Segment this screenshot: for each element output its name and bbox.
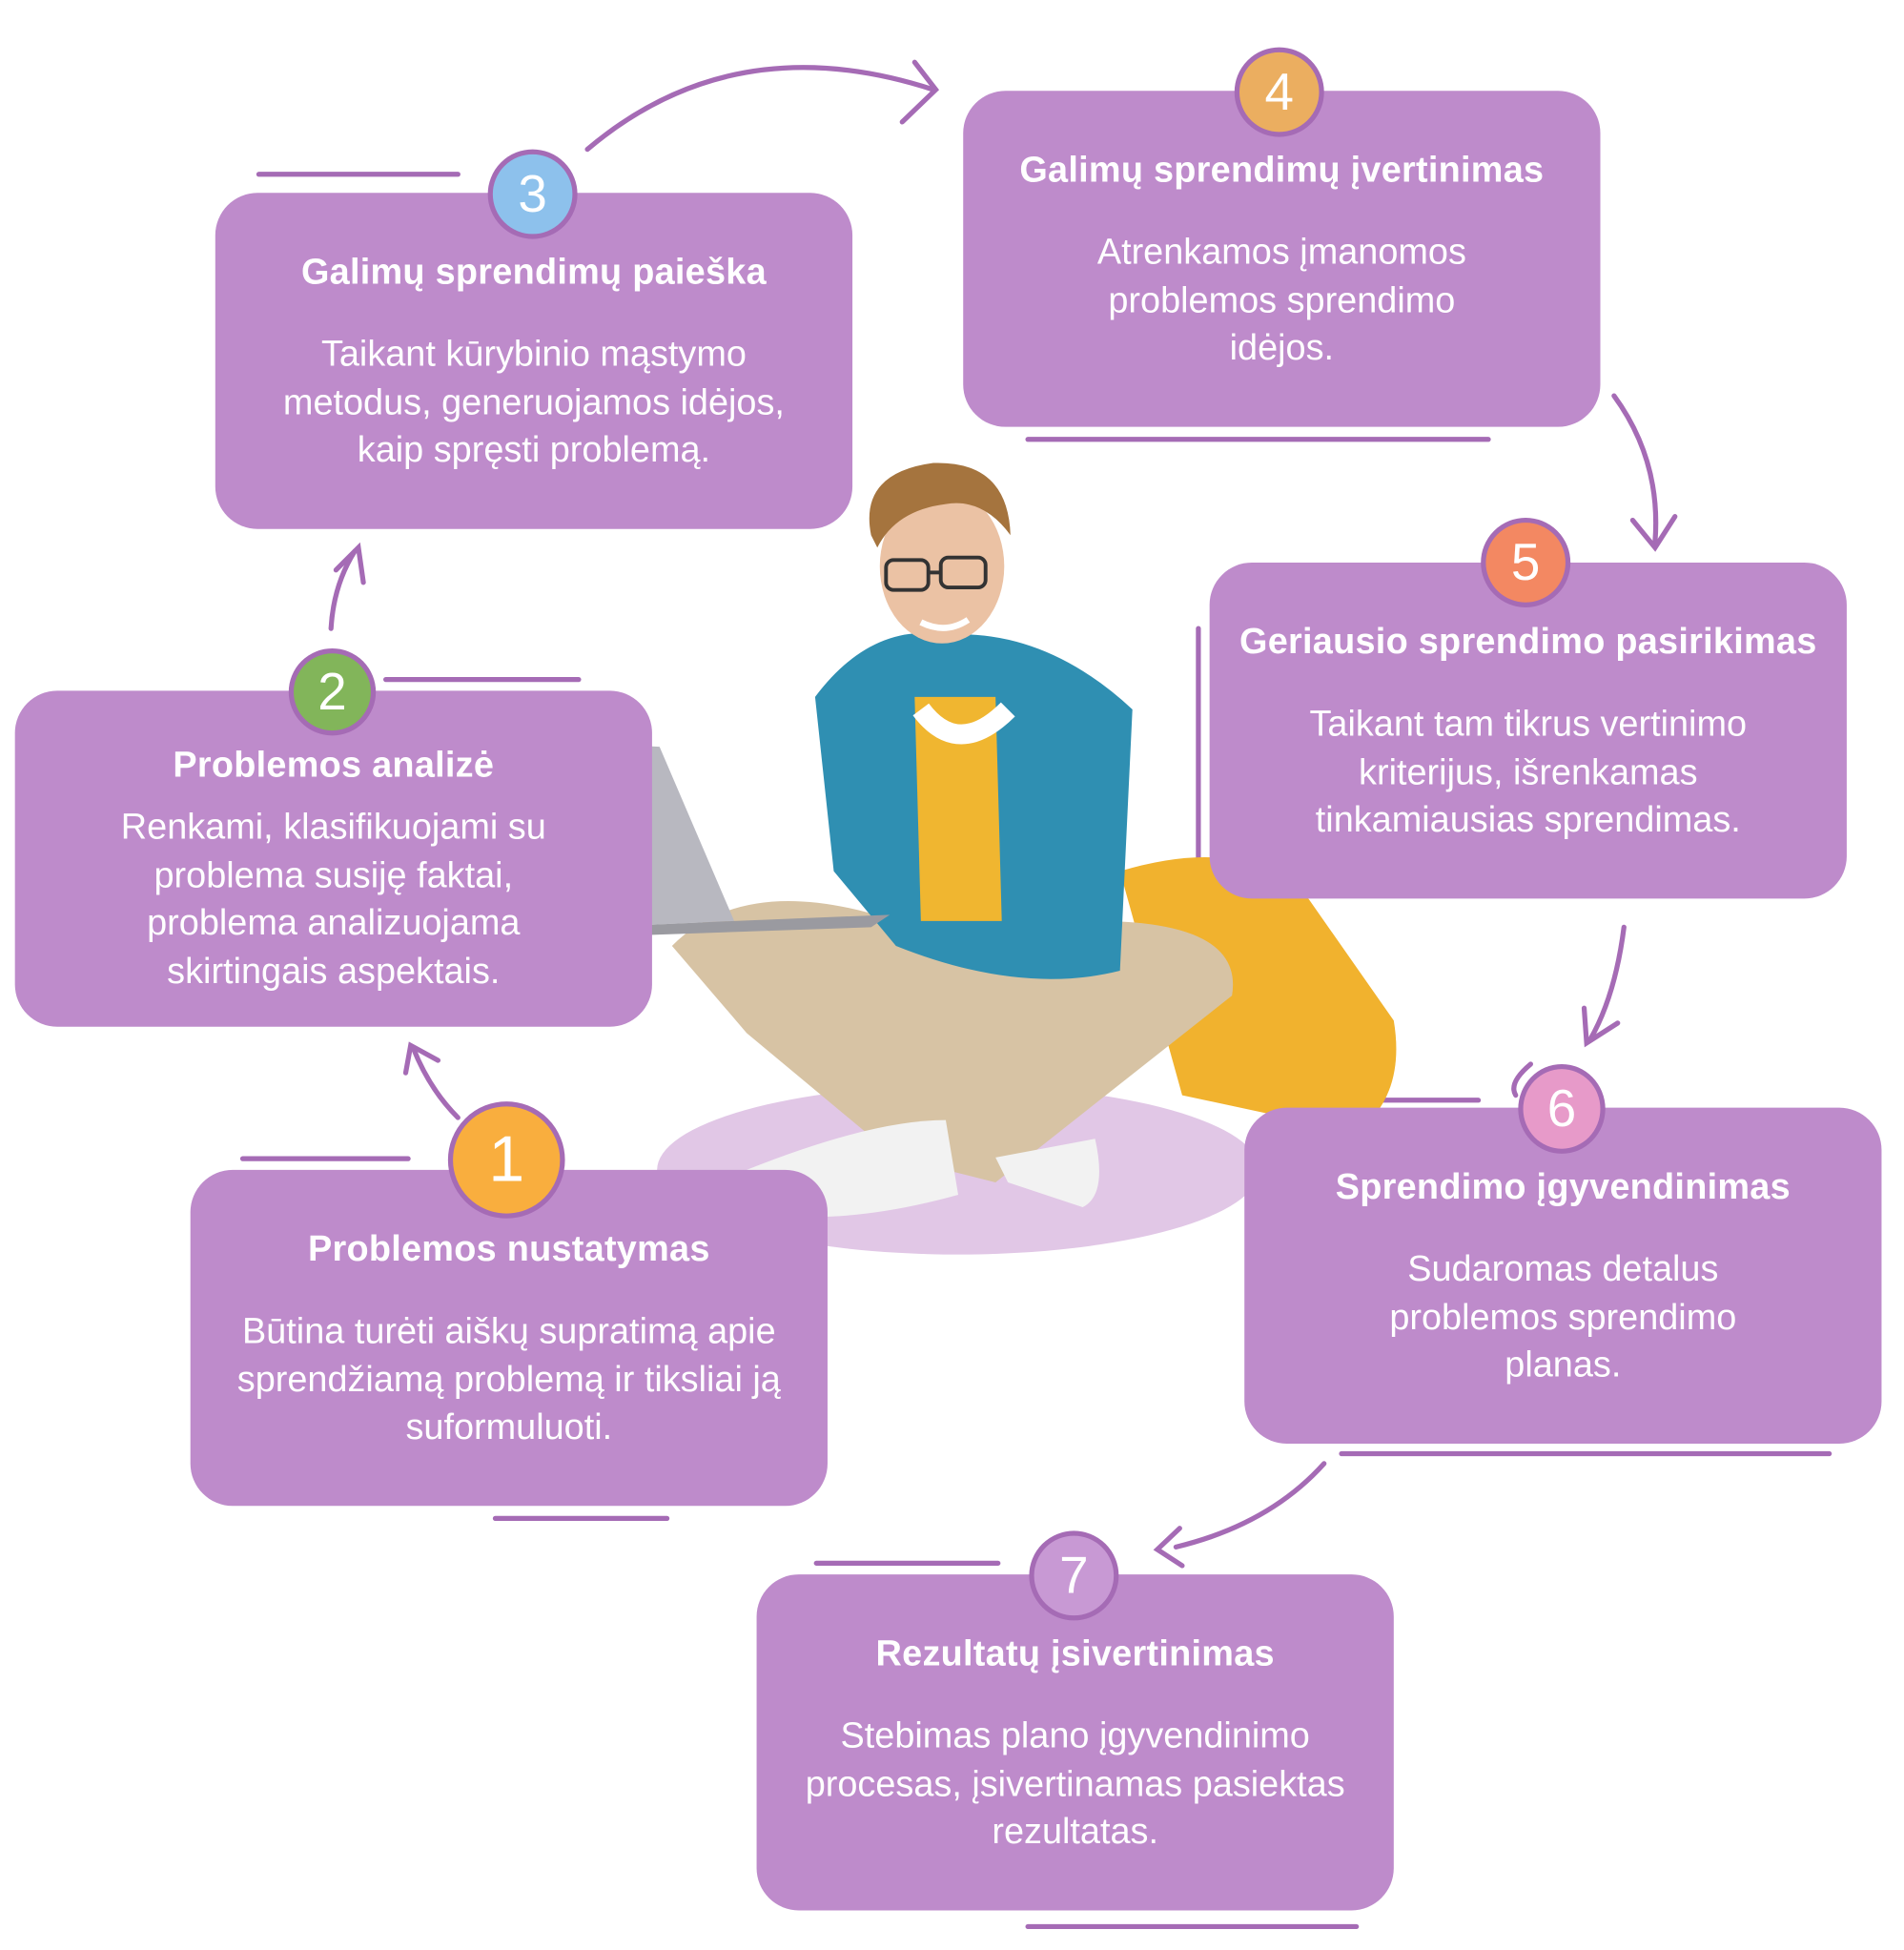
step-title: Problemos nustatymas bbox=[307, 1229, 710, 1270]
step-description: Sudaromas detalus problemos sprendimo pl… bbox=[1389, 1249, 1737, 1386]
step-description: Taikant tam tikrus vertinimo kriterijus,… bbox=[1309, 704, 1748, 841]
arrow-5-6 bbox=[1587, 924, 1627, 1042]
step-1-card: Problemos nustatymas Būtina turėti aiškų… bbox=[190, 1169, 828, 1507]
step-description: Būtina turėti aiškų supratimą apie spren… bbox=[236, 1311, 781, 1447]
headphones bbox=[912, 702, 1015, 745]
sock-right bbox=[995, 1139, 1099, 1208]
hair bbox=[869, 462, 1011, 548]
accent-lines bbox=[239, 172, 1832, 1930]
step-5-badge: 5 bbox=[1481, 517, 1571, 607]
arrow-6-7 bbox=[1173, 1461, 1327, 1550]
step-description: Taikant kūrybinio mąstymo metodus, gener… bbox=[282, 335, 785, 471]
step-6-card: Sprendimo įgyvendinimas Sudaromas detalu… bbox=[1244, 1107, 1882, 1445]
step-2-badge: 2 bbox=[288, 648, 377, 736]
step-title: Galimų sprendimų paieška bbox=[300, 252, 767, 293]
step-description: Stebimas plano įgyvendinimo procesas, įs… bbox=[805, 1715, 1345, 1853]
step-4-badge: 4 bbox=[1234, 47, 1324, 137]
step-title: Problemos analizė bbox=[173, 745, 495, 786]
step-title: Geriausio sprendimo pasirikimas bbox=[1239, 622, 1817, 663]
step-6-badge: 6 bbox=[1518, 1063, 1606, 1154]
step-4-card: Galimų sprendimų įvertinimas Atrenkamos … bbox=[963, 91, 1601, 427]
step-title: Rezultatų įsivertinimas bbox=[875, 1633, 1275, 1674]
step-title: Sprendimo įgyvendinimas bbox=[1335, 1167, 1791, 1208]
arrow-3-4 bbox=[584, 65, 936, 153]
backpack bbox=[1119, 856, 1397, 1133]
step-description: Renkami, klasifikuojami su problema susi… bbox=[120, 808, 546, 992]
tshirt bbox=[914, 696, 1002, 921]
step-5-card: Geriausio sprendimo pasirikimas Taikant … bbox=[1209, 562, 1847, 899]
arrow-4-5 bbox=[1611, 393, 1659, 544]
step-3-card: Galimų sprendimų paieška Taikant kūrybin… bbox=[215, 193, 853, 529]
arrow-1-2 bbox=[410, 1045, 461, 1120]
step-7-badge: 7 bbox=[1029, 1530, 1119, 1621]
step-description: Atrenkamos įmanomos problemos sprendimo … bbox=[1096, 233, 1466, 369]
step-1-badge: 1 bbox=[447, 1101, 565, 1219]
laptop-base bbox=[597, 914, 891, 936]
step-7-card: Rezultatų įsivertinimas Stebimas plano į… bbox=[756, 1574, 1394, 1911]
connector-arrows bbox=[328, 59, 1678, 1569]
step-title: Galimų sprendimų įvertinimas bbox=[1019, 150, 1545, 191]
step-2-card: Problemos analizė Renkami, klasifikuojam… bbox=[14, 690, 652, 1027]
step-3-badge: 3 bbox=[487, 149, 578, 239]
swoosh-6 bbox=[1511, 1061, 1534, 1098]
